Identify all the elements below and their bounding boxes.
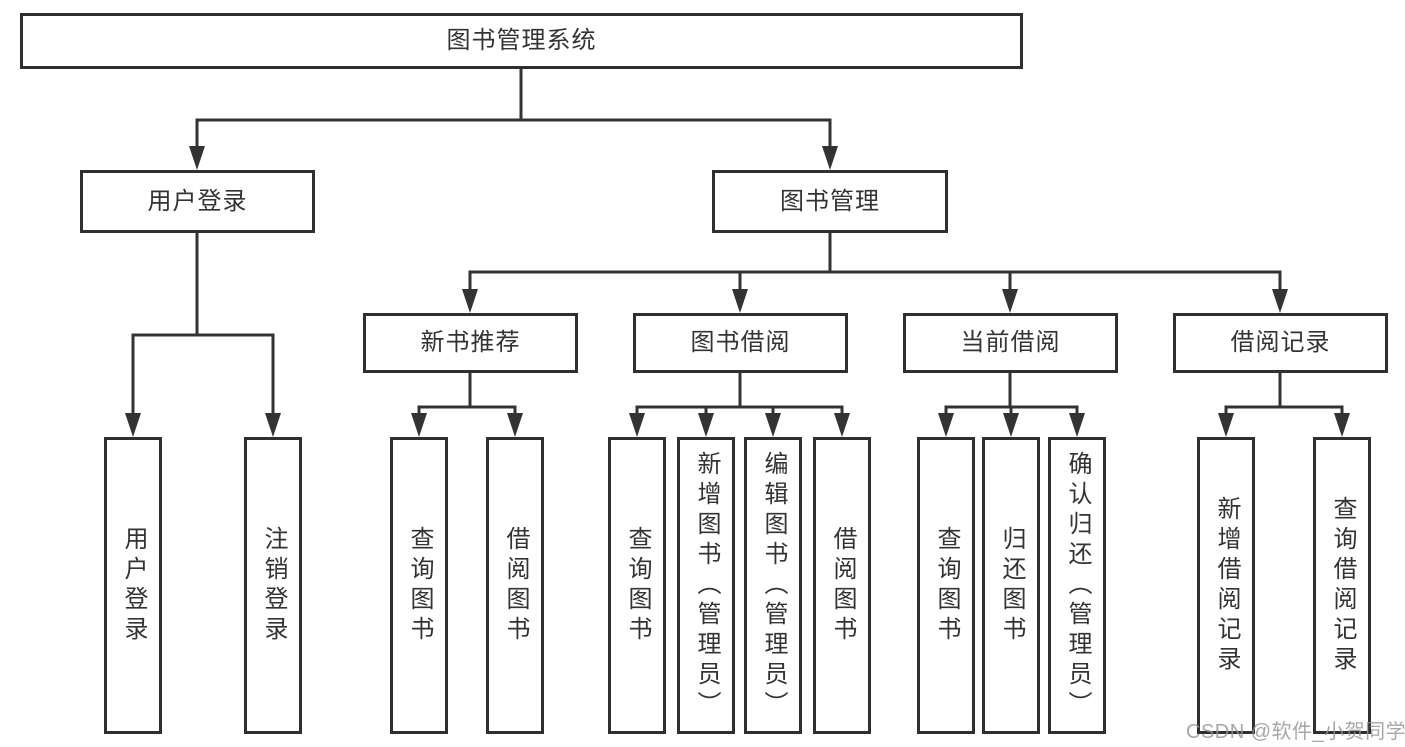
arrowhead [1272,289,1288,313]
arrowhead [938,413,954,437]
leaf-label: 新增图书（管理员） [693,450,720,721]
leaf-logout: 注销登录 [244,437,302,734]
arrowhead [189,146,205,170]
leaf-label: 查询借阅记录 [1329,495,1356,676]
arrowhead [1069,413,1085,437]
csdn-watermark: CSDN @软件_小贺同学 [1186,721,1405,743]
connector-book-borrow [629,373,850,437]
leaf-borrow-book: 借阅图书 [813,437,871,734]
arrowhead [765,413,781,437]
leaf-query-borrow-record: 查询借阅记录 [1313,437,1371,734]
connector-root [189,69,838,170]
arrowhead [1003,413,1019,437]
node-new-book-recommend-label: 新书推荐 [420,329,521,356]
node-current-borrow-label: 当前借阅 [960,329,1061,356]
leaf-add-borrow-record: 新增借阅记录 [1197,437,1255,734]
node-book-borrow-label: 图书借阅 [690,329,791,356]
node-book-management: 图书管理 [712,170,948,233]
leaf-label: 确认归还（管理员） [1064,450,1091,721]
leaf-query-book-recommend: 查询图书 [390,437,448,734]
leaf-user-login: 用户登录 [104,437,162,734]
node-new-book-recommend: 新书推荐 [363,313,578,373]
arrowhead [822,146,838,170]
arrowhead [629,413,645,437]
connector-new-book-recommend [411,373,523,437]
node-root: 图书管理系统 [20,13,1023,69]
node-current-borrow: 当前借阅 [903,313,1118,373]
connector-current-borrow [938,373,1085,437]
node-borrow-records-label: 借阅记录 [1230,329,1331,356]
leaf-confirm-return-admin: 确认归还（管理员） [1048,437,1106,734]
leaf-borrow-book-recommend: 借阅图书 [486,437,544,734]
leaf-query-book-borrow: 查询图书 [608,437,666,734]
leaf-return-book: 归还图书 [982,437,1040,734]
arrowhead [1002,289,1018,313]
connector-user-login [125,233,281,437]
leaf-label: 借阅图书 [502,525,529,646]
arrowhead [507,413,523,437]
connector-borrow-records [1218,373,1350,437]
node-book-management-label: 图书管理 [780,187,880,215]
leaf-label: 新增借阅记录 [1213,495,1240,676]
arrowhead [1218,413,1234,437]
arrowhead [462,289,478,313]
arrowhead [125,413,141,437]
arrowhead [265,413,281,437]
leaf-label: 借阅图书 [829,525,856,646]
arrowhead [1334,413,1350,437]
arrowhead [698,413,714,437]
node-user-login-label: 用户登录 [147,187,248,215]
leaf-query-book-current: 查询图书 [917,437,975,734]
node-book-borrow: 图书借阅 [633,313,848,373]
leaf-add-book-admin: 新增图书（管理员） [677,437,735,734]
leaf-label: 注销登录 [260,525,287,646]
connector-book-management [462,233,1288,313]
node-borrow-records: 借阅记录 [1173,313,1388,373]
node-user-login: 用户登录 [80,170,315,233]
leaf-label: 归还图书 [998,525,1025,646]
arrowhead [732,289,748,313]
leaf-label: 用户登录 [120,525,147,646]
leaf-edit-book-admin: 编辑图书（管理员） [744,437,802,734]
leaf-label: 查询图书 [933,525,960,646]
leaf-label: 查询图书 [624,525,651,646]
arrowhead [411,413,427,437]
arrowhead [834,413,850,437]
leaf-label: 编辑图书（管理员） [760,450,787,721]
node-root-label: 图书管理系统 [446,27,597,54]
leaf-label: 查询图书 [406,525,433,646]
